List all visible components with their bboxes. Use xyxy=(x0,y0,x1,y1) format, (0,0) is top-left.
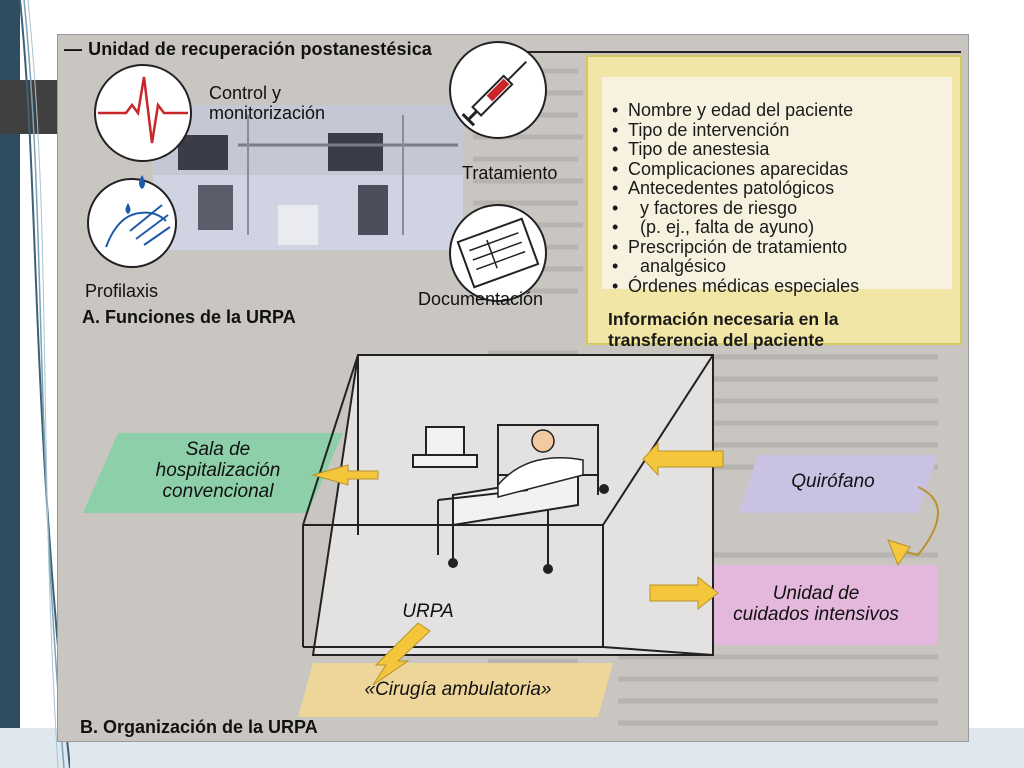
arrow-from-operating-room xyxy=(642,441,724,477)
section-a-illustration xyxy=(87,41,547,302)
section-b-diagram xyxy=(83,354,939,717)
label-monitoring: Control y monitorización xyxy=(209,83,326,123)
urpa-label: URPA xyxy=(402,601,454,622)
arrow-to-ward xyxy=(311,464,379,486)
slide-swoosh-decoration xyxy=(19,0,70,768)
arrow-to-ambulatory xyxy=(372,622,431,686)
label-prophylaxis: Profilaxis xyxy=(85,281,159,301)
ambulatory-tag-bg xyxy=(298,663,613,717)
info-item: (p. ej., falta de ayuno) xyxy=(610,217,859,238)
ward-line3: convencional xyxy=(162,481,274,502)
info-item: Antecedentes patológicos xyxy=(610,178,859,199)
info-item: analgésico xyxy=(610,256,859,277)
info-item: Complicaciones aparecidas xyxy=(610,159,859,180)
icu-tag: Unidad de cuidados intensivos xyxy=(706,583,926,625)
label-treatment: Tratamiento xyxy=(462,163,558,183)
info-box-caption: Información necesaria en la transferenci… xyxy=(608,309,839,351)
title-text: Unidad de recuperación postanestésica xyxy=(88,39,432,59)
transfer-info-box: Nombre y edad del paciente Tipo de inter… xyxy=(586,55,962,350)
recovery-room-photo xyxy=(153,105,463,250)
info-item: Órdenes médicas especiales xyxy=(610,276,859,297)
ward-line2: hospitalización xyxy=(155,460,281,481)
ward-line1: Sala de xyxy=(185,439,251,460)
label-documentation: Documentación xyxy=(418,289,544,309)
transfer-info-list: Nombre y edad del paciente Tipo de inter… xyxy=(610,100,859,297)
info-box-caption-line2: transferencia del paciente xyxy=(608,330,824,350)
info-item: y factores de riesgo xyxy=(610,198,859,219)
caption-section-b: B. Organización de la URPA xyxy=(80,717,318,737)
ambulatory-tag: «Cirugía ambulatoria» xyxy=(364,679,552,700)
figure-title: —Unidad de recuperación postanestésica xyxy=(64,39,432,60)
icu-line1: Unidad de xyxy=(772,583,860,604)
ward-tag: Sala de hospitalización convencional xyxy=(128,439,308,502)
icu-line2: cuidados intensivos xyxy=(733,604,899,625)
form-icon xyxy=(449,204,547,302)
patient-icon xyxy=(497,429,584,498)
info-item: Tipo de anestesia xyxy=(610,139,859,160)
info-box-caption-line1: Información necesaria en la xyxy=(608,309,839,329)
info-item: Nombre y edad del paciente xyxy=(610,100,859,121)
title-rule xyxy=(506,51,961,53)
icu-tag-bg xyxy=(683,565,938,645)
transfer-info-panel: Nombre y edad del paciente Tipo de inter… xyxy=(602,77,952,296)
operating-room-tag: Quirófano xyxy=(791,471,875,492)
monitor-icon xyxy=(412,426,478,468)
caption-section-a: A. Funciones de la URPA xyxy=(82,307,296,327)
arrow-or-to-icu-head xyxy=(887,539,911,567)
info-item: Prescripción de tratamiento xyxy=(610,237,859,258)
scanned-figure: —Unidad de recuperación postanestésica xyxy=(57,34,969,742)
syringe-icon xyxy=(449,41,547,139)
flow-arrows xyxy=(311,441,939,686)
hand-drops-icon xyxy=(87,175,177,268)
ecg-icon xyxy=(94,64,192,162)
title-dash: — xyxy=(64,39,83,59)
info-item: Tipo de intervención xyxy=(610,120,859,141)
operating-room-tag-bg xyxy=(738,455,938,513)
arrow-to-icu xyxy=(649,575,719,611)
ward-tag-bg xyxy=(83,433,343,513)
slide-left-band xyxy=(0,0,20,768)
